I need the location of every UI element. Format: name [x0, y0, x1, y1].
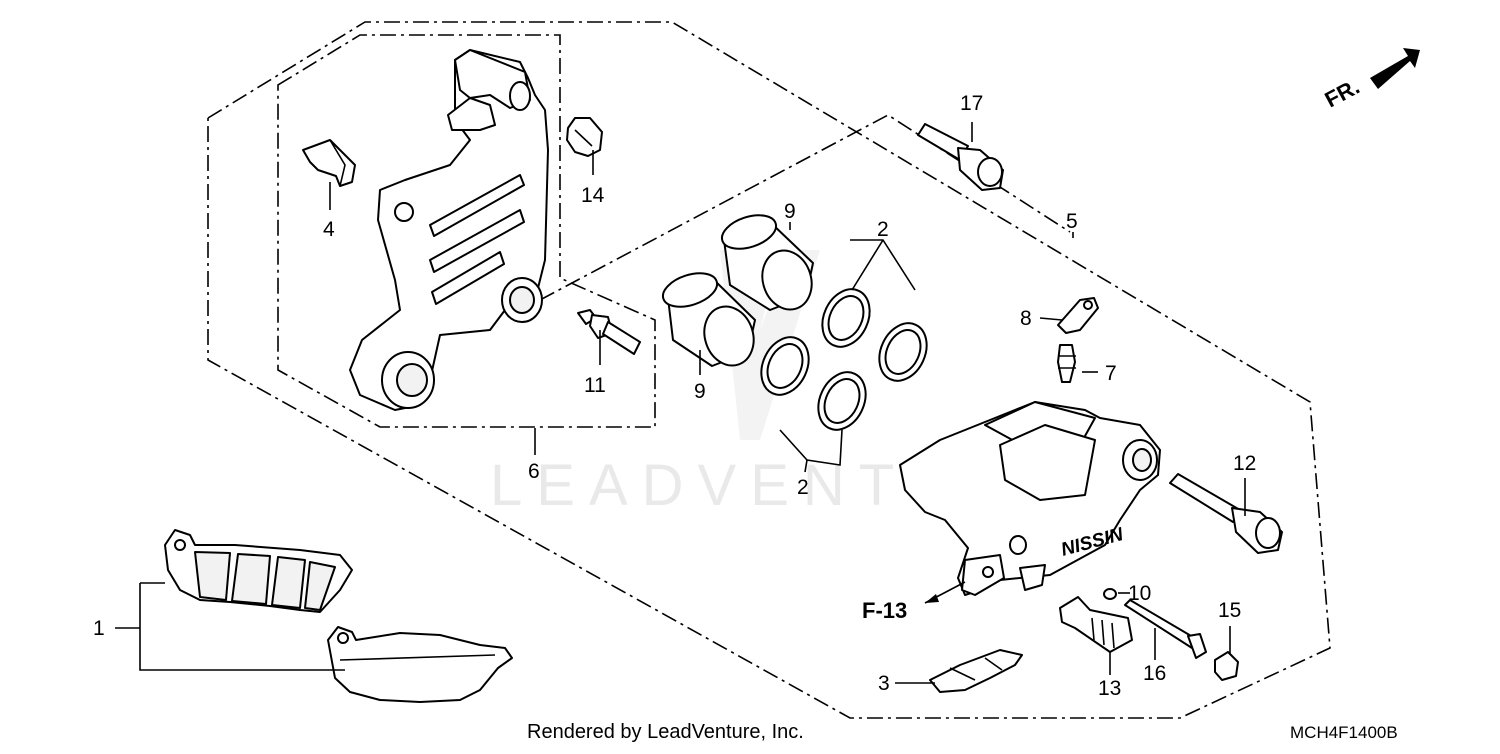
- pad-pin: [1124, 599, 1207, 659]
- callout-2-lower: 2: [797, 476, 809, 499]
- callout-9-lower: 9: [694, 380, 706, 403]
- callout-7: 7: [1105, 362, 1117, 385]
- piston-top: [720, 214, 814, 311]
- callout-4: 4: [323, 218, 335, 241]
- brake-pad-lower: [327, 626, 513, 703]
- callout-11: 11: [584, 374, 606, 397]
- pad-spring: [929, 649, 1023, 693]
- piston-bottom: [661, 272, 756, 367]
- callout-8: 8: [1020, 307, 1032, 330]
- callout-labels: 1 2 2 3 4 5 6 7 8 9 9 10 11 12 13 14 15 …: [93, 92, 1256, 700]
- pin-bolt-small: [577, 309, 641, 355]
- callout-14: 14: [581, 184, 605, 207]
- bleeder-valve: [1057, 344, 1076, 383]
- callout-9-upper: 9: [784, 200, 796, 223]
- callout-5: 5: [1066, 210, 1078, 233]
- caliper-body: NISSIN: [899, 401, 1161, 596]
- callout-10: 10: [1128, 582, 1151, 605]
- callout-3: 3: [878, 672, 890, 695]
- assembly-boundaries: [207, 21, 1331, 719]
- bleeder-cap: [1057, 297, 1099, 334]
- footer-credit: Rendered by LeadVenture, Inc.: [527, 721, 804, 743]
- callout-6: 6: [528, 460, 540, 483]
- diagram-code: MCH4F1400B: [1290, 723, 1398, 742]
- reference-label: F-13: [862, 598, 907, 623]
- brake-pad-upper: [164, 529, 353, 613]
- callout-17: 17: [960, 92, 983, 115]
- washer: [1103, 588, 1117, 600]
- caliper-mount-bolt: [917, 123, 1004, 191]
- callout-13: 13: [1098, 677, 1121, 700]
- leader-lines: [115, 122, 1246, 684]
- front-label: FR.: [1321, 74, 1364, 113]
- slide-pin: [1169, 473, 1283, 554]
- front-arrow: FR.: [1321, 48, 1420, 112]
- caliper-bracket: [349, 49, 549, 411]
- cap-nut: [566, 117, 603, 157]
- callout-1: 1: [93, 617, 105, 640]
- banjo-bolt: [1059, 596, 1133, 653]
- callout-2-upper: 2: [877, 218, 889, 241]
- callout-15: 15: [1218, 599, 1241, 622]
- pad-pin-plug: [1214, 651, 1239, 681]
- callout-12: 12: [1233, 452, 1256, 475]
- piston-seals: [760, 288, 928, 431]
- pad-retainer-clip: [302, 139, 356, 187]
- callout-16: 16: [1143, 662, 1166, 685]
